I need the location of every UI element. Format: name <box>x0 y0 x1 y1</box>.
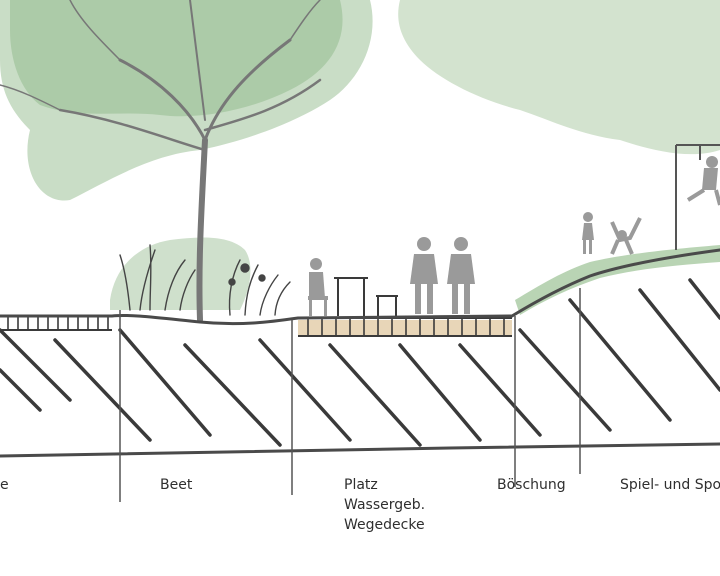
section-hatch <box>0 278 720 447</box>
base-line <box>0 442 720 458</box>
table <box>334 277 368 316</box>
shrub-left <box>110 237 251 310</box>
surface-line <box>0 248 720 326</box>
walking-person-1 <box>410 237 438 314</box>
zone-label-platz: Platz Wassergeb. Wegedecke <box>344 477 426 533</box>
playing-child-2 <box>610 217 642 255</box>
climbing-frame <box>675 144 720 250</box>
seated-person <box>308 258 328 316</box>
ground-profile <box>0 248 720 458</box>
zone-label-beet: Beet <box>160 477 193 493</box>
playing-child-1 <box>582 212 594 254</box>
people <box>308 144 720 316</box>
bed-plants <box>119 244 291 316</box>
chair <box>376 295 398 316</box>
embankment-grass <box>515 245 720 315</box>
tree-canopy-left-dark <box>10 0 343 117</box>
background-foliage <box>0 0 720 315</box>
zone-label-left: e <box>0 477 9 493</box>
tree-canopy-right <box>398 0 720 155</box>
zone-dividers <box>119 288 581 502</box>
zone-label-boeschung: Böschung <box>497 477 566 493</box>
swinging-child <box>686 156 720 206</box>
walking-person-2 <box>447 237 475 314</box>
plaza-surface <box>298 320 512 336</box>
tree-trunk <box>196 137 208 323</box>
tree <box>0 0 322 323</box>
zone-label-spiel: Spiel- und Spo <box>620 477 720 493</box>
